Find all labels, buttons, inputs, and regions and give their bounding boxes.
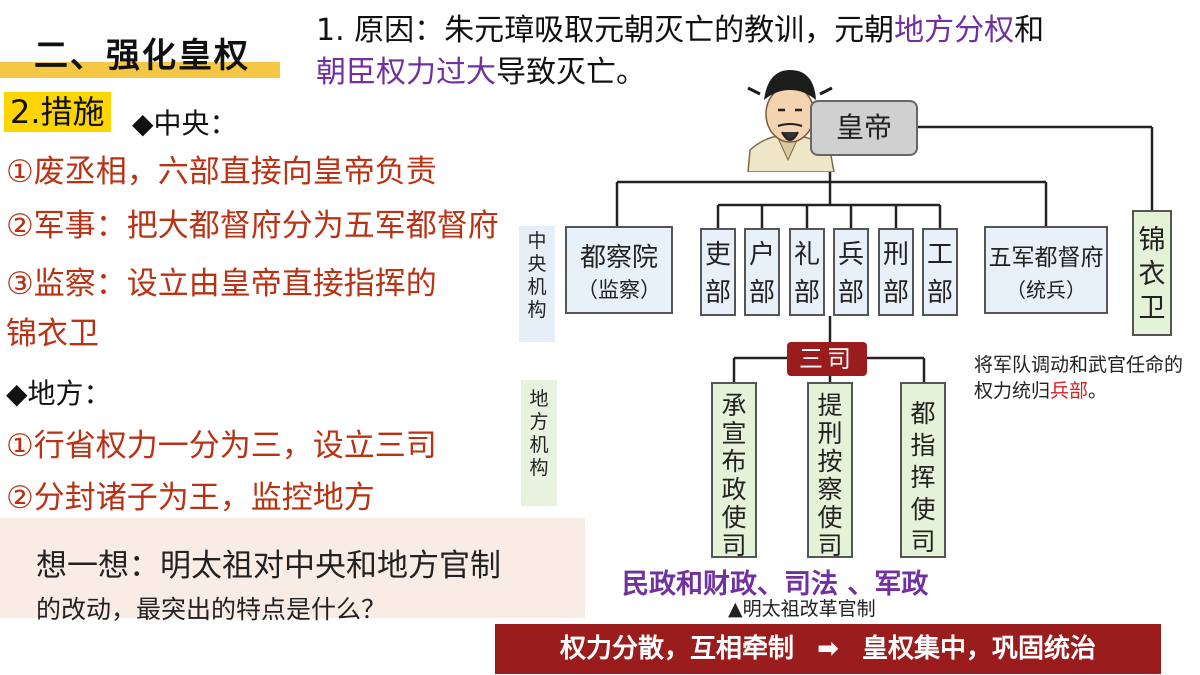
reason-highlight-2: 朝臣权力过大 <box>316 55 496 90</box>
local-item-1: ①行省权力一分为三，设立三司 <box>6 428 437 464</box>
ministry-personnel-box: 吏部 <box>700 228 736 316</box>
tixing-box: 提刑按察使司 <box>807 382 853 560</box>
duchayuan-sub: （监察） <box>577 278 661 302</box>
duzhihui-box: 都指挥使司 <box>900 382 946 558</box>
sansi-label: 三司 <box>787 342 867 376</box>
figure-caption: ▲明太祖改革官制 <box>728 598 876 620</box>
duchayuan-box: 都察院 （监察） <box>565 226 673 314</box>
central-item-3: ③监察：设立由皇帝直接指挥的 <box>6 266 437 302</box>
wujun-box: 五军都督府 （统兵） <box>984 226 1108 314</box>
note-prefix: 将军队调动和武官任命的权力统归 <box>974 354 1184 402</box>
war-ministry-note: 将军队调动和武官任命的权力统归兵部。 <box>974 352 1194 404</box>
duchayuan-name: 都察院 <box>579 243 658 273</box>
wujun-sub: （统兵） <box>1006 278 1086 302</box>
emperor-box: 皇帝 <box>810 100 918 156</box>
wujun-name: 五军都督府 <box>988 245 1104 271</box>
think-line-1: 想一想：明太祖对中央和地方官制 <box>36 548 501 584</box>
arrow-right-icon: ➡ <box>817 634 839 664</box>
reason-suffix: 导致灭亡。 <box>496 55 646 90</box>
jinyiwei-box: 锦衣卫 <box>1132 210 1172 336</box>
functions-label: 民政和财政、司法 、军政 <box>622 569 929 600</box>
central-item-1: ①废丞相，六部直接向皇帝负责 <box>6 154 437 190</box>
ministry-revenue-box: 户部 <box>744 228 780 316</box>
central-agencies-tag: 中央机构 <box>519 226 555 342</box>
chengxuan-box: 承宣布政使司 <box>711 382 757 560</box>
reason-highlight-1: 地方分权 <box>894 13 1015 48</box>
ministry-rites-box: 礼部 <box>789 228 825 316</box>
page-title: 二、强化皇权 <box>34 36 250 76</box>
ministry-justice-box: 刑部 <box>878 228 914 316</box>
think-line-2: 的改动，最突出的特点是什么？ <box>36 595 387 624</box>
reason-prefix: 1. 原因：朱元璋吸取元朝灭亡的教训，元朝 <box>316 13 895 48</box>
local-heading: ◆地方： <box>6 377 112 410</box>
banner-left: 权力分散，互相牵制 <box>560 634 795 664</box>
ministry-works-box: 工部 <box>922 228 958 316</box>
banner-right: 皇权集中，巩固统治 <box>861 634 1096 664</box>
reason-text: 1. 原因：朱元璋吸取元朝灭亡的教训，元朝地方分权和 朝臣权力过大导致灭亡。 <box>316 10 1186 94</box>
note-suffix: 。 <box>1088 380 1108 402</box>
central-heading: ◆中央： <box>132 107 238 140</box>
reason-mid: 和 <box>1014 13 1045 48</box>
think-box <box>0 518 585 618</box>
ministry-war-box: 兵部 <box>833 228 869 316</box>
title-underline <box>0 62 280 78</box>
conclusion-banner: 权力分散，互相牵制 ➡ 皇权集中，巩固统治 <box>495 624 1161 674</box>
emperor-portrait-icon <box>747 70 835 172</box>
central-item-2: ②军事：把大都督府分为五军都督府 <box>6 208 499 244</box>
measures-badge: 2.措施 <box>4 92 111 132</box>
central-item-4: 锦衣卫 <box>6 316 99 352</box>
local-agencies-tag: 地方机构 <box>521 380 557 506</box>
local-item-2: ②分封诸子为王，监控地方 <box>6 480 375 516</box>
note-highlight: 兵部 <box>1050 380 1089 402</box>
